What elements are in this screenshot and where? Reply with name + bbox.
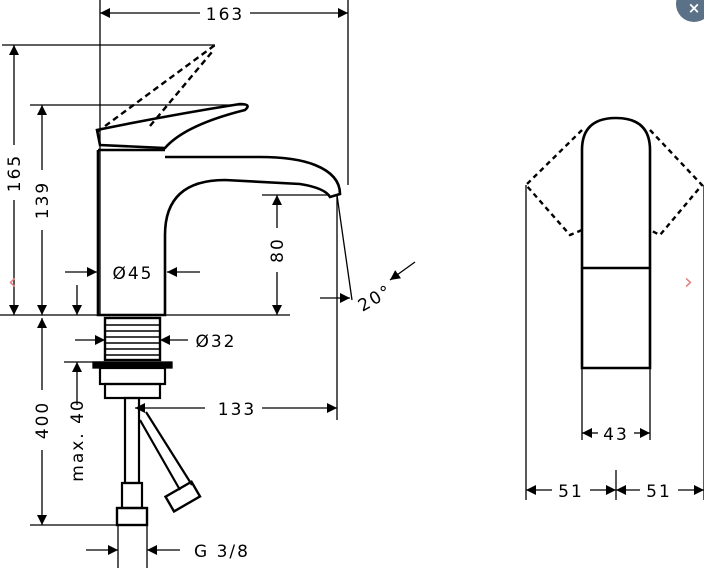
chevron-left-icon: ‹ <box>8 270 17 295</box>
label-max40: max. 40 <box>68 398 88 481</box>
close-icon: × <box>687 0 701 17</box>
previous-image-button[interactable]: ‹ <box>8 270 17 295</box>
close-button[interactable]: × <box>676 0 704 22</box>
label-139: 139 <box>33 181 53 219</box>
faucet-front-view <box>524 116 704 500</box>
label-51-right: 51 <box>646 482 672 502</box>
label-165: 165 <box>5 154 25 192</box>
label-163: 163 <box>206 5 244 25</box>
label-d32: Ø32 <box>195 332 236 352</box>
chevron-right-icon: › <box>684 270 693 295</box>
label-400: 400 <box>33 401 53 439</box>
label-20deg: 20° <box>355 281 396 316</box>
label-51-left: 51 <box>558 482 584 502</box>
label-43: 43 <box>603 425 629 445</box>
label-g38: G 3/8 <box>194 542 250 562</box>
label-80: 80 <box>268 237 288 263</box>
label-133: 133 <box>218 400 256 420</box>
label-d45: Ø45 <box>112 264 153 284</box>
next-image-button[interactable]: › <box>684 270 693 295</box>
